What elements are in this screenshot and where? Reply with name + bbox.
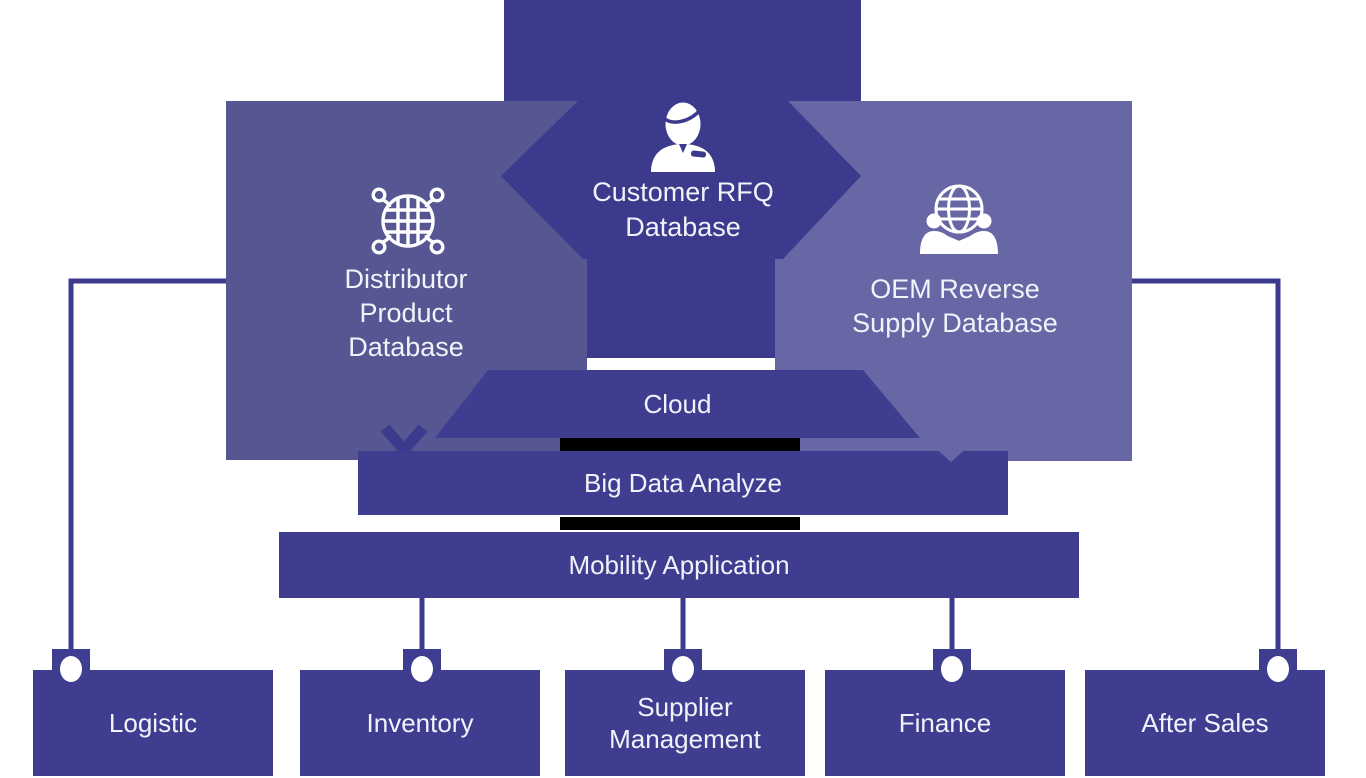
logistic-label: Logistic <box>108 708 198 738</box>
supplier-management-label: Supplier Management <box>609 692 761 754</box>
mobility-application-bar: Mobility Application <box>279 532 1079 598</box>
mobility-application-label: Mobility Application <box>568 550 790 580</box>
customer-icon <box>646 90 720 172</box>
right-connector-line <box>1132 278 1281 656</box>
logistic-box: Logistic <box>33 670 273 776</box>
after-sales-label: After Sales <box>1141 708 1269 738</box>
finance-box: Finance <box>825 670 1065 776</box>
finance-label: Finance <box>898 708 992 738</box>
oem-reverse-supply-database-node <box>775 101 1132 461</box>
big-data-analyze-label: Big Data Analyze <box>583 468 782 498</box>
after-sales-box: After Sales <box>1085 670 1325 776</box>
bigdata-mobility-separator <box>560 517 800 530</box>
inventory-box: Inventory <box>300 670 540 776</box>
supplier-management-box: Supplier Management <box>565 670 805 776</box>
right-arrow-tail-shape <box>933 446 969 462</box>
cloud-bigdata-separator <box>560 438 800 451</box>
big-data-analyze-bar: Big Data Analyze <box>358 451 1008 515</box>
distributor-product-database-node <box>226 101 587 460</box>
inventory-label: Inventory <box>366 708 474 738</box>
left-connector-line <box>68 278 226 656</box>
